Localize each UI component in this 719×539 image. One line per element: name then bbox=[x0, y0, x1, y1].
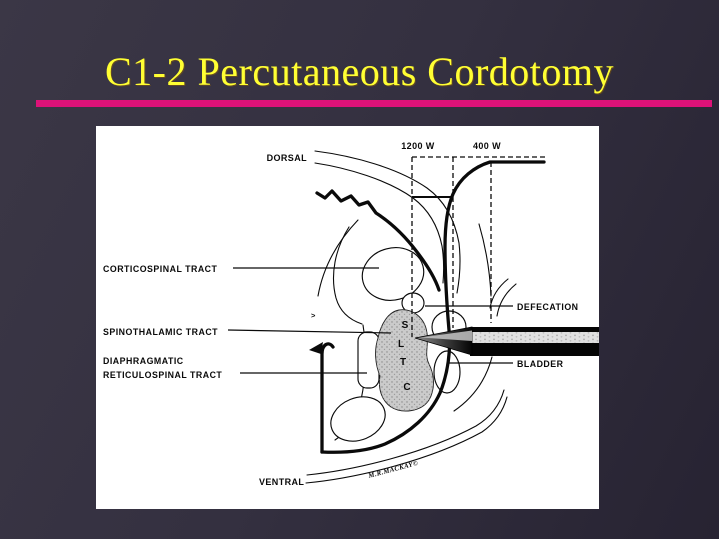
title-underline-bar bbox=[36, 100, 712, 107]
label-bladder: BLADDER bbox=[517, 359, 564, 369]
label-corticospinal-tract: CORTICOSPINAL TRACT bbox=[103, 264, 218, 274]
spinothalamic-tract-region: S L T C bbox=[375, 309, 434, 412]
leader-lines bbox=[227, 267, 513, 374]
lesion-extent-lines bbox=[411, 156, 545, 337]
somatotopy-sacral: S bbox=[402, 320, 409, 331]
chevron-marker: > bbox=[311, 311, 316, 320]
somatotopy-cervical: C bbox=[403, 382, 410, 393]
label-defecation: DEFECATION bbox=[517, 302, 579, 312]
label-diaphragmatic: DIAPHRAGMATIC bbox=[103, 356, 184, 366]
label-400w: 400 W bbox=[473, 141, 501, 151]
label-ventral: VENTRAL bbox=[259, 477, 304, 487]
slide-title: C1-2 Percutaneous Cordotomy bbox=[105, 49, 614, 94]
cordotomy-diagram-svg: S L T C bbox=[103, 141, 599, 487]
hook-arrowhead bbox=[309, 342, 323, 354]
label-reticulospinal-tract: RETICULOSPINAL TRACT bbox=[103, 370, 222, 380]
somatotopy-lumbar: L bbox=[398, 339, 404, 350]
somatotopy-thoracic: T bbox=[400, 357, 406, 368]
corticospinal-tract-region bbox=[361, 247, 425, 301]
cordotomy-diagram: S L T C bbox=[96, 126, 599, 509]
electrode-needle bbox=[414, 326, 599, 356]
label-spinothalamic-tract: SPINOTHALAMIC TRACT bbox=[103, 327, 218, 337]
ventral-horn-region bbox=[330, 396, 386, 442]
label-dorsal: DORSAL bbox=[267, 153, 308, 163]
label-1200w: 1200 W bbox=[401, 141, 435, 151]
